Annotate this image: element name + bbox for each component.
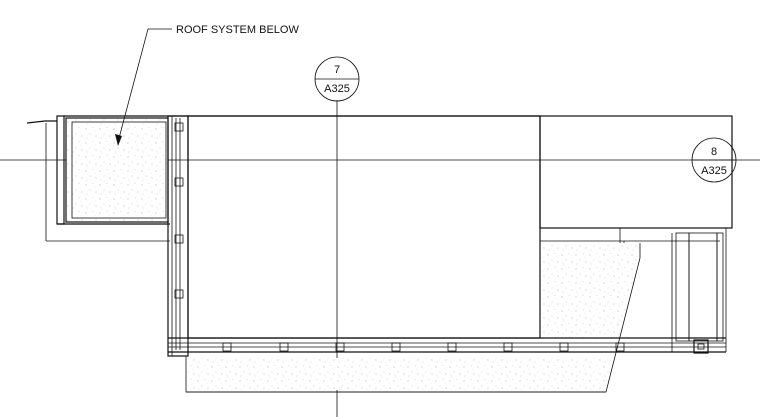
roof-system-fill: [65, 117, 169, 223]
section-tag-7-sheet: A325: [324, 83, 350, 95]
glazing-panel: [187, 115, 541, 339]
leader-arrowhead: [115, 134, 122, 146]
right-concrete-wedge: [185, 243, 641, 393]
left-mullion: [167, 115, 189, 357]
section-tag-8-sheet: A325: [701, 165, 727, 177]
section-tag-7-number: 7: [334, 64, 340, 76]
right-upper-panel: [539, 115, 733, 249]
section-tag-8[interactable]: 8 A325: [691, 137, 737, 183]
roof-system-note: ROOF SYSTEM BELOW: [176, 24, 299, 36]
right-wall-assembly: [671, 228, 727, 352]
section-tag-8-number: 8: [711, 146, 717, 158]
sill-mullion: [168, 337, 726, 354]
note-leader-line: [117, 28, 172, 143]
section-tag-7[interactable]: 7 A325: [314, 56, 360, 102]
